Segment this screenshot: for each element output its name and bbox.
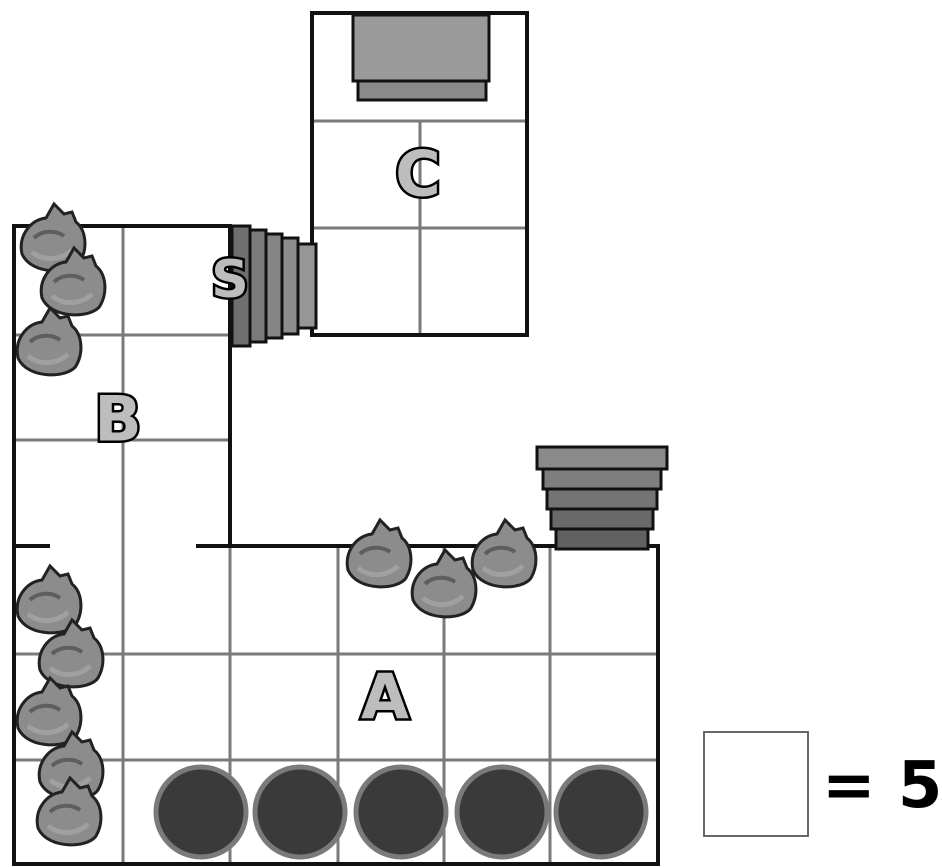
room-label-a: A	[361, 661, 409, 734]
room-label-c: C	[395, 138, 441, 211]
scale-square-icon	[703, 731, 809, 837]
stairs-icon	[230, 224, 318, 348]
barrel-icon	[153, 764, 649, 860]
scale-label: = 5’	[822, 749, 942, 823]
scale-legend: = 5’	[703, 731, 942, 837]
room-c: C	[310, 11, 529, 337]
room-label-b: B	[94, 383, 141, 456]
stairs-label: S	[211, 250, 248, 310]
room-b: B	[12, 224, 232, 548]
table-icon	[351, 13, 491, 102]
stairs-icon	[535, 445, 669, 551]
